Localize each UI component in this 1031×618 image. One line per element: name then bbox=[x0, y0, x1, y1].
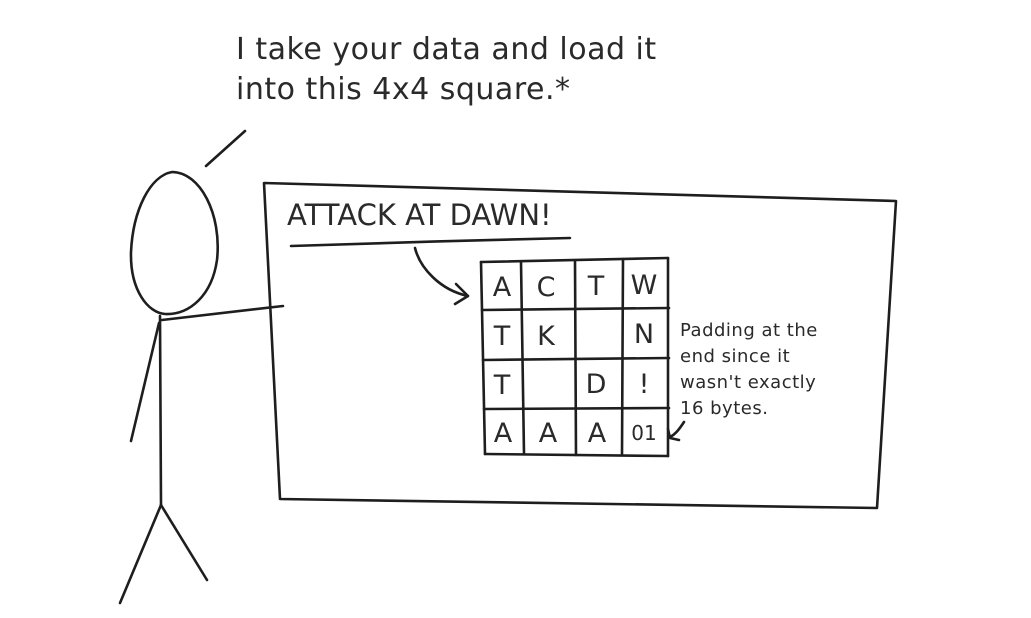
grid-cell bbox=[523, 360, 569, 410]
grid-cell: A bbox=[538, 417, 558, 449]
speech-line: into this 4x4 square.* bbox=[236, 72, 571, 107]
speech-tick bbox=[204, 129, 247, 168]
padding-note: Padding at the end since it wasn't exact… bbox=[680, 318, 818, 422]
grid-cell: ! bbox=[638, 368, 650, 400]
grid-cell: A bbox=[493, 417, 513, 449]
speech-text: I take your data and load it into this 4… bbox=[236, 30, 657, 110]
stick-figure-right-leg bbox=[159, 503, 209, 582]
grid-cell: T bbox=[493, 320, 511, 352]
note-line: wasn't exactly bbox=[680, 372, 817, 393]
grid-cell: A bbox=[492, 271, 512, 303]
board-title: ATTACK AT DAWN! bbox=[287, 198, 552, 232]
padding-arrow bbox=[668, 420, 686, 439]
stick-figure-body bbox=[158, 314, 163, 507]
grid-cell: D bbox=[585, 368, 607, 400]
stick-figure-back-arm bbox=[129, 321, 161, 443]
note-line: end since it bbox=[680, 346, 791, 367]
stick-figure-left-leg bbox=[118, 503, 163, 605]
grid-cell bbox=[573, 310, 619, 360]
note-line: 16 bytes. bbox=[680, 398, 769, 419]
grid-cell: K bbox=[537, 320, 555, 352]
grid-cell: N bbox=[633, 318, 655, 350]
stick-figure-pointing-arm bbox=[160, 304, 285, 322]
grid-cell: A bbox=[587, 417, 607, 449]
title-arrow-head bbox=[453, 282, 470, 306]
speech-line: I take your data and load it bbox=[236, 32, 657, 67]
grid-cell: T bbox=[587, 270, 605, 302]
whiteboard-frame bbox=[262, 181, 898, 510]
title-arrow bbox=[413, 246, 470, 298]
stick-figure-head bbox=[129, 170, 219, 316]
grid-cell: T bbox=[493, 369, 511, 401]
title-underline bbox=[289, 236, 572, 248]
grid-cell: W bbox=[630, 269, 658, 301]
grid-cell: C bbox=[536, 271, 556, 303]
grid-cell-padding: 01 bbox=[631, 421, 657, 445]
note-line: Padding at the bbox=[680, 320, 818, 341]
grid-lines bbox=[479, 256, 671, 458]
padding-arrow-head bbox=[666, 427, 681, 442]
